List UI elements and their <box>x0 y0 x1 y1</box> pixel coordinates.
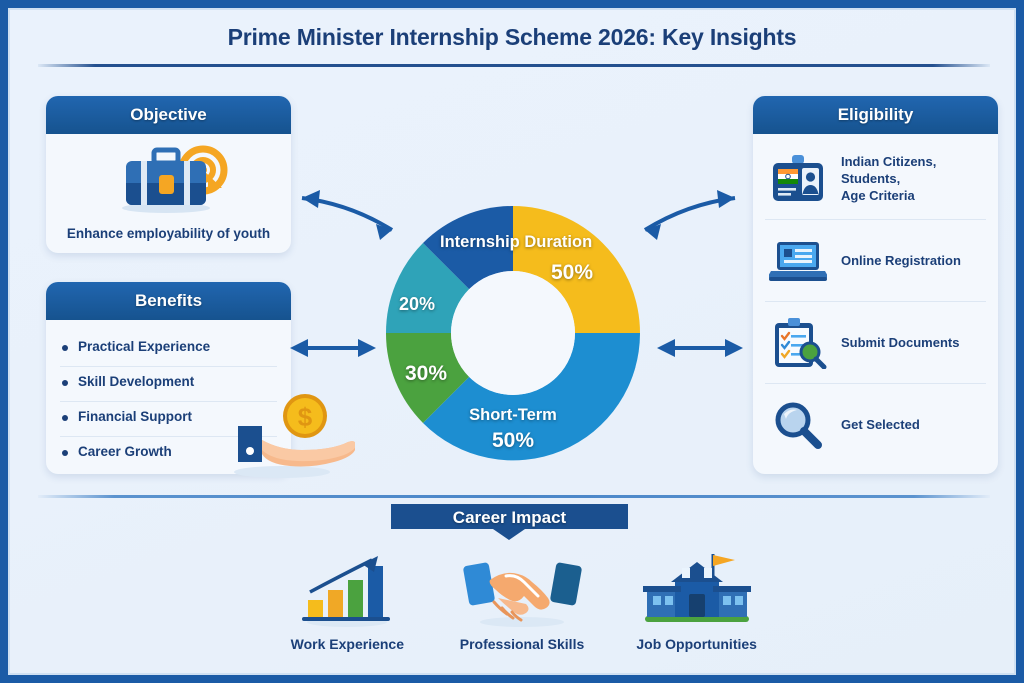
donut-label-short-term-name: Short-Term <box>469 406 557 424</box>
id-badge-icon <box>767 154 829 204</box>
donut-segment-short-term <box>423 333 641 461</box>
donut-label-duration-value: 50% <box>551 261 594 284</box>
donut-label-30: 30% <box>405 362 448 385</box>
benefits-heading: Benefits <box>46 282 291 320</box>
benefits-list: Practical Experience Skill Development F… <box>60 332 277 472</box>
institution-building-icon <box>609 550 784 628</box>
donut-label-short-term-value: 50% <box>491 429 535 452</box>
benefits-body: Practical Experience Skill Development F… <box>46 320 291 474</box>
donut-label-20: 20% <box>399 294 436 314</box>
eligibility-row-label: Get Selected <box>841 417 920 433</box>
objective-caption: Enhance employability of youth <box>66 226 271 241</box>
arrow-donut-to-eligibility-mid <box>657 339 743 357</box>
magnifier-icon <box>767 400 829 450</box>
list-item: Submit Documents <box>765 302 986 384</box>
career-impact-item-job-opportunities: Job Opportunities <box>609 550 784 652</box>
arrow-donut-to-eligibility <box>643 190 736 240</box>
footer-divider <box>38 495 990 498</box>
objective-heading: Objective <box>46 96 291 134</box>
handshake-icon <box>435 550 610 628</box>
bar-chart-growth-icon <box>260 550 435 628</box>
briefcase-target-icon <box>60 144 277 214</box>
career-impact-label: Job Opportunities <box>636 636 757 652</box>
list-item: Online Registration <box>765 220 986 302</box>
internship-duration-donut-chart <box>385 205 641 461</box>
arrow-objective-to-donut <box>301 190 394 240</box>
list-item: Skill Development <box>60 367 277 402</box>
career-impact-items: Work Experience Professional Skills <box>260 550 784 652</box>
eligibility-row-label: Indian Citizens,Students,Age Criteria <box>841 153 937 204</box>
list-item: Get Selected <box>765 384 986 466</box>
objective-card: Objective Enhance employability of y <box>46 96 291 253</box>
hand-holding-coin-icon: $ <box>210 388 356 485</box>
clipboard-checklist-icon <box>767 317 829 369</box>
infographic-frame: Prime Minister Internship Scheme 2026: K… <box>8 8 1016 675</box>
list-item: Indian Citizens,Students,Age Criteria <box>765 138 986 220</box>
donut-hole <box>451 271 575 395</box>
objective-body: Enhance employability of youth <box>46 134 291 253</box>
title-divider <box>38 64 990 67</box>
donut-label-duration-name: Internship Duration <box>440 233 593 251</box>
career-impact-label: Professional Skills <box>459 636 585 652</box>
eligibility-heading: Eligibility <box>753 96 998 134</box>
page-title-container: Prime Minister Internship Scheme 2026: K… <box>10 24 1014 51</box>
list-item: Financial Support <box>60 402 277 437</box>
list-item: Career Growth <box>60 437 277 472</box>
career-impact-label: Work Experience <box>290 636 405 652</box>
career-impact-item-work-experience: Work Experience <box>260 550 435 652</box>
page-title: Prime Minister Internship Scheme 2026: K… <box>227 24 797 50</box>
eligibility-card: Eligibility <box>753 96 998 474</box>
career-impact-heading: Career Impact <box>452 508 567 527</box>
career-impact-item-professional-skills: Professional Skills <box>435 550 610 652</box>
laptop-icon <box>767 238 829 284</box>
arrow-benefits-to-donut <box>290 339 376 357</box>
list-item: Practical Experience <box>60 332 277 367</box>
career-impact-banner: Career Impact <box>391 504 628 540</box>
eligibility-body: Indian Citizens,Students,Age Criteria <box>753 134 998 474</box>
eligibility-row-label: Submit Documents <box>841 334 960 350</box>
svg-text:$: $ <box>298 402 313 432</box>
eligibility-row-label: Online Registration <box>841 252 961 268</box>
